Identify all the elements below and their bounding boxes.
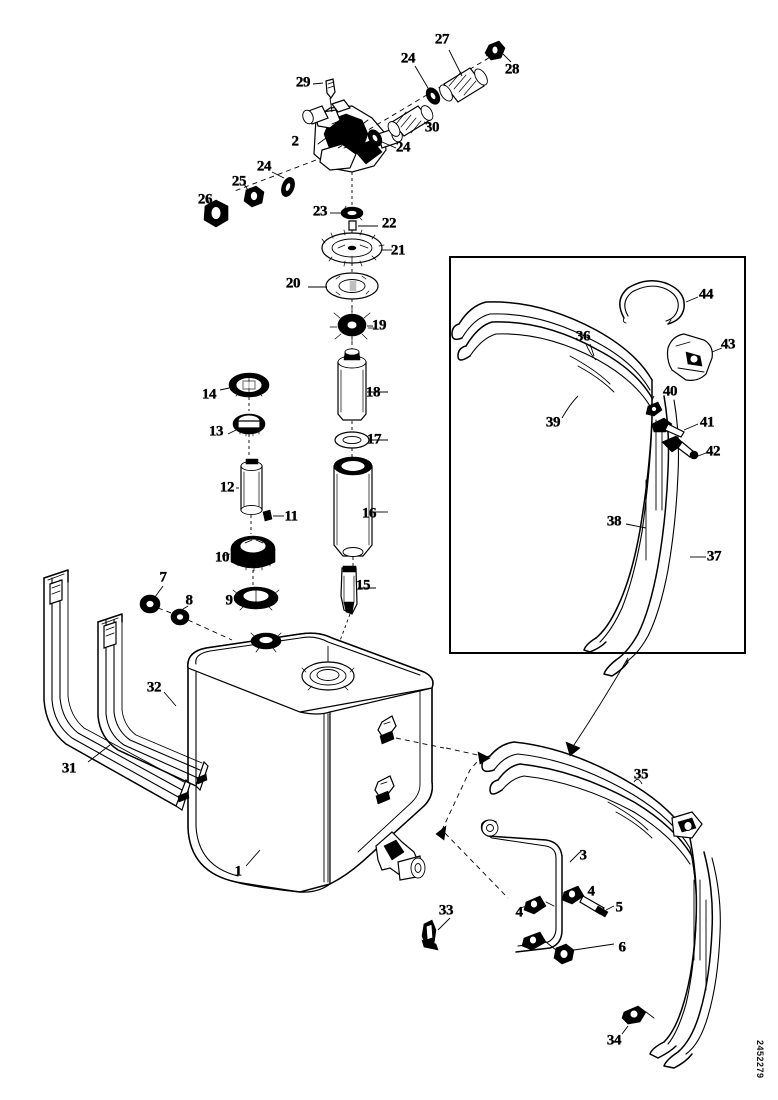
callout-8: 8 xyxy=(185,592,193,609)
callout-2: 2 xyxy=(291,133,299,150)
callout-25: 25 xyxy=(231,173,247,190)
callout-33: 33 xyxy=(438,902,454,919)
callout-27: 27 xyxy=(434,31,450,48)
tank-bracket-upper xyxy=(377,715,445,749)
inset-handrail-group xyxy=(451,280,723,677)
upper-right-shaft-chain xyxy=(337,40,512,149)
callout-38: 38 xyxy=(606,513,622,530)
clip-34 xyxy=(621,1005,655,1035)
handrail-35 xyxy=(481,741,721,1069)
callout-5: 5 xyxy=(615,899,623,916)
callout-35: 35 xyxy=(633,766,649,783)
valve-body-group xyxy=(302,99,403,173)
callout-13: 13 xyxy=(208,423,224,440)
callout-4: 4 xyxy=(587,883,595,900)
callout-24: 24 xyxy=(395,139,411,156)
callout-29: 29 xyxy=(295,74,311,91)
callout-10: 10 xyxy=(214,549,230,566)
lower-left-fitting-chain xyxy=(203,159,317,228)
callout-3: 3 xyxy=(579,847,587,864)
callout-24: 24 xyxy=(256,158,272,175)
callout-31: 31 xyxy=(61,760,77,777)
callout-1: 1 xyxy=(234,863,242,880)
callout-16: 16 xyxy=(361,505,377,522)
callout-23: 23 xyxy=(312,203,328,220)
callout-7: 7 xyxy=(159,569,167,586)
callout-37: 37 xyxy=(706,548,722,565)
callout-34: 34 xyxy=(606,1032,622,1049)
callout-11: 11 xyxy=(284,508,298,525)
callout-4: 4 xyxy=(515,904,523,921)
callout-18: 18 xyxy=(365,384,381,401)
callout-28: 28 xyxy=(504,61,520,78)
callout-39: 39 xyxy=(545,414,561,431)
center-vertical-stack xyxy=(308,172,392,647)
callout-20: 20 xyxy=(285,275,301,292)
callout-6: 6 xyxy=(618,939,626,956)
callout-24: 24 xyxy=(400,50,416,67)
callout-9: 9 xyxy=(225,592,233,609)
callout-41: 41 xyxy=(699,414,715,431)
callout-36: 36 xyxy=(575,328,591,345)
callout-22: 22 xyxy=(381,215,397,232)
tank-outlet-spout xyxy=(375,831,426,881)
mounting-rail-32 xyxy=(97,613,209,792)
tank-filler-ring xyxy=(301,646,355,691)
callout-43: 43 xyxy=(720,336,736,353)
callout-12: 12 xyxy=(219,479,235,496)
inset-detail-frame xyxy=(449,256,746,654)
callout-42: 42 xyxy=(705,443,721,460)
callout-32: 32 xyxy=(146,679,162,696)
callout-26: 26 xyxy=(197,191,213,208)
tank-bracket-lower xyxy=(374,775,395,805)
callout-17: 17 xyxy=(366,431,382,448)
part-29-plug xyxy=(312,78,336,113)
left-vertical-stack xyxy=(139,372,284,641)
callout-21: 21 xyxy=(390,242,406,259)
bracket-33 xyxy=(421,917,451,951)
callout-40: 40 xyxy=(662,383,678,400)
callout-19: 19 xyxy=(371,317,387,334)
callout-15: 15 xyxy=(355,577,371,594)
callout-30: 30 xyxy=(424,119,440,136)
drawing-reference-code: 2452279 xyxy=(755,1040,765,1079)
callout-44: 44 xyxy=(698,286,714,303)
callout-14: 14 xyxy=(201,386,217,403)
tank-sender-boss xyxy=(250,632,282,653)
fuel-tank-body xyxy=(187,632,445,893)
vent-tube-assembly xyxy=(435,747,615,965)
